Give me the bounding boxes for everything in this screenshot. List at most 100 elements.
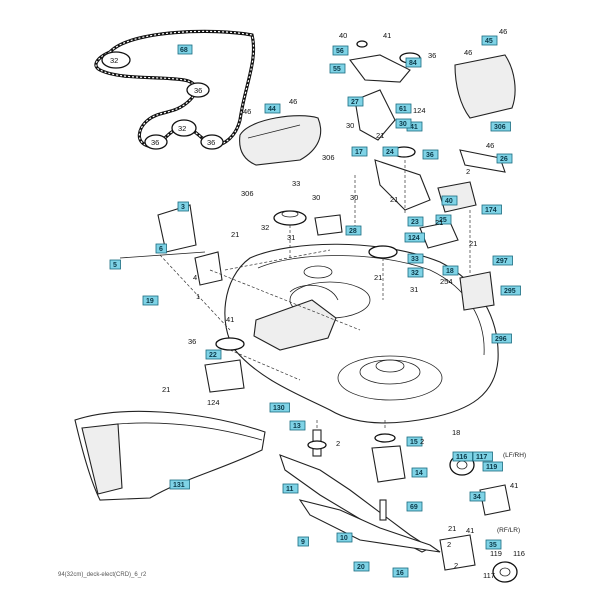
- callout-box-b17: 17: [351, 146, 368, 157]
- callout-box-b30a: 30: [395, 118, 412, 129]
- callout-p31a: 31: [287, 233, 295, 242]
- svg-text:45: 45: [485, 38, 493, 45]
- left-pulley-assembly: [204, 337, 245, 393]
- svg-text:16: 16: [396, 570, 404, 577]
- callout-box-b6: 6: [155, 243, 167, 254]
- callout-box-b174: 174: [481, 204, 502, 215]
- svg-text:27: 27: [351, 99, 359, 106]
- callout-p1: 1: [196, 292, 200, 301]
- svg-text:41: 41: [410, 124, 418, 131]
- callout-p306a: 306: [322, 153, 335, 162]
- callout-p46c: 46: [243, 107, 251, 116]
- callout-p116: 116: [513, 549, 525, 558]
- pulley-label-e: 36: [207, 138, 215, 147]
- svg-text:297: 297: [496, 258, 508, 265]
- callout-p2c: 2: [420, 437, 424, 446]
- svg-text:19: 19: [146, 298, 154, 305]
- variant-tag-upper: (LF/RH): [503, 452, 527, 459]
- callout-box-b69: 69: [406, 501, 423, 512]
- blade-assembly: [279, 429, 441, 553]
- callout-box-b56: 56: [332, 45, 349, 56]
- callout-p124a: 124: [413, 106, 426, 115]
- svg-text:3: 3: [181, 204, 185, 211]
- callout-p41d: 41: [466, 526, 474, 535]
- svg-text:26: 26: [500, 156, 508, 163]
- callout-p36a: 36: [428, 51, 436, 60]
- svg-text:5: 5: [113, 262, 117, 269]
- belt-cover-right: [454, 54, 516, 119]
- callout-p2d: 2: [447, 540, 451, 549]
- callout-box-b28: 28: [345, 225, 362, 236]
- svg-text:18: 18: [446, 268, 454, 275]
- callout-p2b: 2: [336, 439, 340, 448]
- callout-p21f: 21: [374, 273, 382, 282]
- callout-box-b116a: 116: [452, 451, 473, 462]
- svg-text:35: 35: [489, 542, 497, 549]
- svg-text:32: 32: [411, 270, 419, 277]
- callout-box-b16: 16: [392, 567, 409, 578]
- callout-box-b10: 10: [336, 532, 353, 543]
- callout-box-b36a: 36: [422, 149, 439, 160]
- callout-box-b40: 40: [441, 195, 458, 206]
- callout-p18: 18: [452, 428, 460, 437]
- variant-tag-lower: (RF/LR): [497, 527, 521, 534]
- svg-text:119: 119: [486, 464, 497, 471]
- discharge-chute: [74, 410, 266, 501]
- svg-text:24: 24: [386, 149, 394, 156]
- callout-p46d: 46: [289, 97, 297, 106]
- callout-box-b84: 84: [405, 57, 422, 68]
- callout-p21e: 21: [435, 218, 443, 227]
- gauge-wheel-lower: [439, 534, 518, 583]
- callout-box-b23: 23: [407, 216, 424, 227]
- svg-text:117: 117: [476, 454, 487, 461]
- callout-box-b24: 24: [382, 146, 399, 157]
- svg-text:34: 34: [473, 494, 481, 501]
- svg-text:11: 11: [286, 486, 294, 493]
- idler-arm-center: [354, 89, 431, 211]
- callout-p41b: 41: [226, 315, 234, 324]
- pulley-label-b: 36: [194, 86, 202, 95]
- svg-text:23: 23: [411, 219, 419, 226]
- svg-text:30: 30: [399, 121, 407, 128]
- callout-box-b26: 26: [496, 153, 513, 164]
- callout-box-b18: 18: [442, 265, 459, 276]
- svg-text:13: 13: [293, 423, 301, 430]
- svg-text:296: 296: [495, 336, 507, 343]
- callout-box-b19: 19: [142, 295, 159, 306]
- callout-box-b295: 295: [500, 285, 521, 296]
- callout-box-b297: 297: [492, 255, 513, 266]
- callout-p46e: 46: [486, 141, 494, 150]
- svg-text:36: 36: [426, 152, 434, 159]
- callout-p30a: 30: [346, 121, 354, 130]
- callout-box-b9: 9: [297, 536, 309, 547]
- svg-text:14: 14: [415, 470, 423, 477]
- callout-p306b: 306: [241, 189, 254, 198]
- callout-box-b306: 306: [490, 121, 511, 132]
- svg-text:17: 17: [355, 149, 363, 156]
- callout-p40: 40: [339, 31, 347, 40]
- callout-box-b131: 131: [169, 479, 190, 490]
- callout-p41c: 41: [510, 481, 518, 490]
- right-spindle: [368, 221, 459, 259]
- callout-p21b: 21: [231, 230, 239, 239]
- deflector-bracket: [459, 271, 495, 311]
- svg-text:69: 69: [410, 504, 418, 511]
- svg-text:22: 22: [209, 352, 217, 359]
- callout-p33: 33: [292, 179, 300, 188]
- callout-p21h: 21: [448, 524, 456, 533]
- callout-p119: 119: [490, 549, 502, 558]
- pulley-label-d: 36: [151, 138, 159, 147]
- callout-p117: 117: [483, 571, 495, 580]
- pulley-label-a: 32: [110, 56, 118, 65]
- belt-cover-left: [239, 115, 322, 166]
- diagram-code: 94(32cm)_deck-elect(CRD)_6_r2: [58, 572, 147, 578]
- callout-box-b34: 34: [469, 491, 486, 502]
- svg-text:124: 124: [408, 235, 420, 242]
- svg-text:15: 15: [410, 439, 418, 446]
- callout-box-b15: 15: [406, 436, 423, 447]
- callout-box-b5: 5: [109, 259, 121, 270]
- svg-text:20: 20: [357, 564, 365, 571]
- callout-box-b35: 35: [485, 539, 502, 550]
- callout-box-b55: 55: [329, 63, 346, 74]
